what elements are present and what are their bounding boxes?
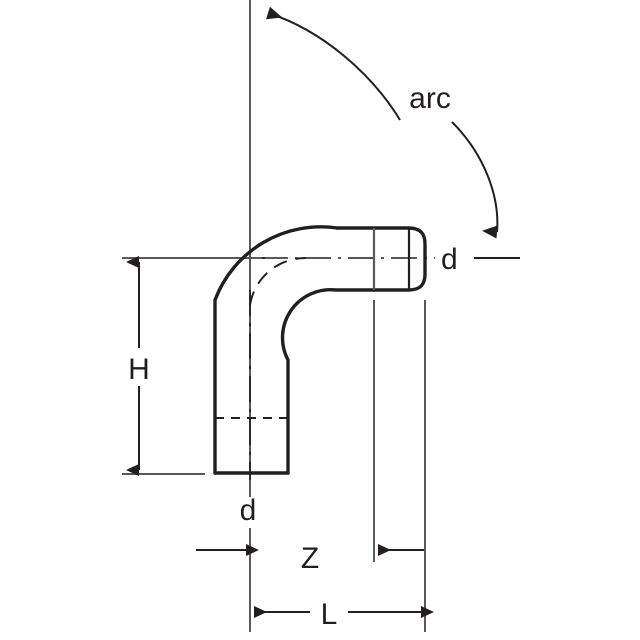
socket-bead-rim <box>407 226 427 292</box>
h-dimension-label: H <box>128 353 150 386</box>
zl-extension-lines <box>373 300 426 632</box>
l-dimension-label: L <box>321 598 338 631</box>
d-bottom-dimension-label: d <box>240 494 257 527</box>
arc-leader-upper <box>266 6 401 121</box>
inner-radius-hidden-arc <box>249 256 307 306</box>
elbow-inner-profile <box>280 287 376 475</box>
elbow-body-group <box>213 225 376 475</box>
elbow-outer-profile <box>213 225 339 475</box>
l-dimension-group: L <box>254 598 434 631</box>
d-top-dimension-label: d <box>441 243 458 276</box>
z-dimension-group: Z <box>196 542 424 575</box>
arc-leader-lower <box>451 121 499 239</box>
press-socket-group <box>335 226 427 292</box>
d-bottom-dimension-group: d <box>240 494 257 527</box>
h-dimension-group: H <box>122 256 205 476</box>
d-top-dimension-group: d <box>441 243 458 276</box>
z-dimension-label: Z <box>301 542 319 575</box>
arc-dimension-label: arc <box>409 82 451 115</box>
arc-dimension-group: arc <box>266 6 520 259</box>
centerline-group <box>122 0 435 632</box>
